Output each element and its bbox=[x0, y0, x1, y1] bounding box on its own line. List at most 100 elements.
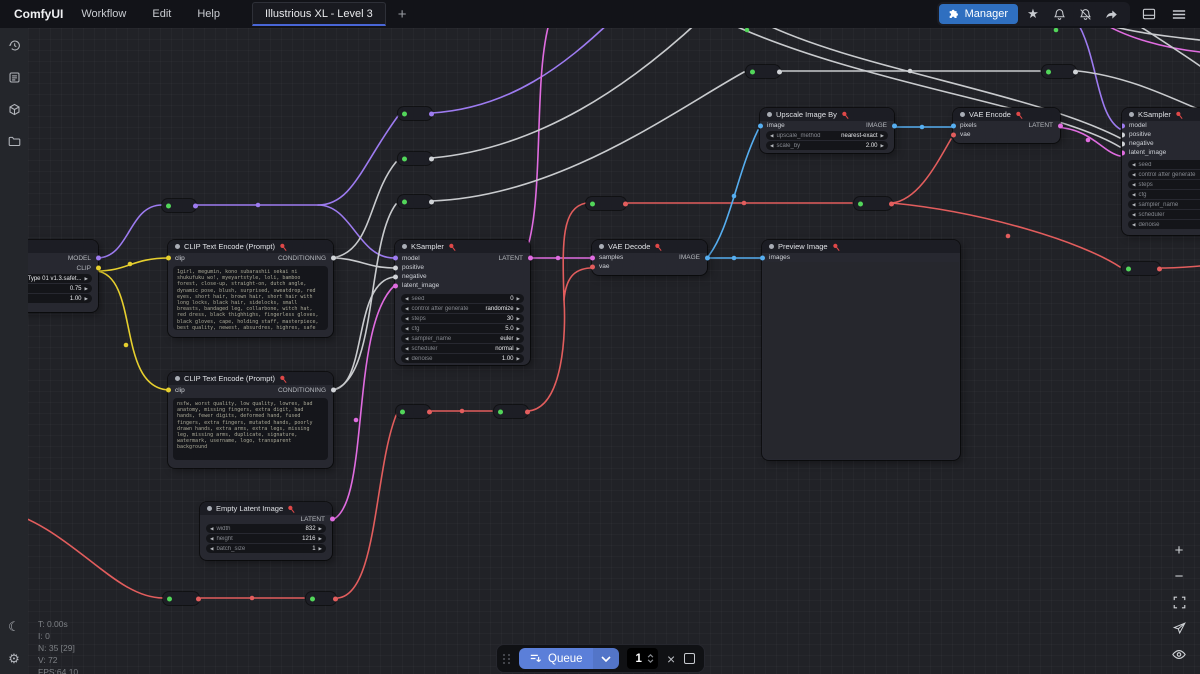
output-slot[interactable] bbox=[623, 201, 628, 206]
workflows-folder-icon[interactable] bbox=[4, 132, 24, 150]
increment-icon[interactable] bbox=[517, 316, 520, 322]
collapse-dot[interactable] bbox=[750, 69, 755, 74]
widget-seed[interactable]: seed bbox=[1128, 160, 1200, 169]
increment-icon[interactable] bbox=[517, 336, 520, 342]
output-slot-conditioning[interactable] bbox=[330, 255, 336, 261]
hamburger-menu-icon[interactable] bbox=[1168, 4, 1190, 24]
output-slot-image[interactable] bbox=[704, 255, 710, 260]
decrement-icon[interactable] bbox=[210, 526, 213, 532]
fit-view-icon[interactable] bbox=[1170, 594, 1188, 610]
node-header[interactable]: VAE Encode bbox=[953, 108, 1060, 121]
output-slot[interactable] bbox=[333, 596, 338, 601]
input-slot-model[interactable] bbox=[392, 255, 398, 261]
widget-sampler-name[interactable]: sampler_name bbox=[1128, 200, 1200, 209]
collapse-dot[interactable] bbox=[1126, 266, 1131, 271]
input-slot-latent-image[interactable] bbox=[1122, 150, 1125, 155]
input-slot-positive[interactable] bbox=[392, 265, 398, 270]
stop-icon[interactable] bbox=[684, 653, 696, 664]
output-slot-latent[interactable] bbox=[1057, 123, 1063, 128]
decrement-icon[interactable] bbox=[770, 133, 773, 139]
menu-workflow[interactable]: Workflow bbox=[81, 8, 127, 20]
decrement-icon[interactable] bbox=[1132, 192, 1135, 198]
collapse-dot[interactable] bbox=[402, 244, 407, 249]
output-slot-latent[interactable] bbox=[329, 516, 335, 522]
output-slot-latent[interactable] bbox=[527, 255, 533, 261]
widget-scheduler[interactable]: scheduler bbox=[1128, 210, 1200, 219]
increment-icon[interactable] bbox=[85, 296, 88, 302]
queue-button[interactable]: Queue bbox=[519, 648, 593, 669]
node-header[interactable]: KSampler bbox=[395, 240, 530, 253]
output-slot-image[interactable] bbox=[891, 123, 897, 128]
increment-icon[interactable] bbox=[517, 326, 520, 332]
menu-help[interactable]: Help bbox=[197, 8, 220, 20]
collapse-dot[interactable] bbox=[175, 376, 180, 381]
new-workflow-button[interactable]: + bbox=[397, 5, 407, 23]
theme-moon-icon[interactable] bbox=[4, 618, 24, 636]
drag-handle[interactable] bbox=[503, 653, 511, 664]
collapse-dot[interactable] bbox=[1046, 69, 1051, 74]
increment-icon[interactable] bbox=[517, 356, 520, 362]
send-paper-plane-icon[interactable] bbox=[1170, 620, 1188, 636]
increment-icon[interactable] bbox=[85, 286, 88, 292]
output-slot[interactable] bbox=[1073, 69, 1078, 74]
collapse-dot[interactable] bbox=[498, 409, 503, 414]
node-header[interactable]: Empty Latent Image bbox=[200, 502, 332, 515]
output-slot-model[interactable] bbox=[95, 255, 101, 261]
collapsed-node[interactable] bbox=[746, 65, 782, 78]
collapsed-node[interactable] bbox=[398, 152, 434, 165]
decrement-icon[interactable] bbox=[1132, 222, 1135, 228]
collapsed-node[interactable] bbox=[398, 107, 434, 120]
output-slot[interactable] bbox=[525, 409, 530, 414]
widget-strength-model[interactable]: 0.75 bbox=[0, 284, 92, 293]
input-slot-vae[interactable] bbox=[589, 264, 595, 269]
input-slot-clip[interactable] bbox=[165, 387, 171, 393]
decrement-icon[interactable] bbox=[770, 143, 773, 149]
queue-options-chevron-icon[interactable] bbox=[592, 648, 619, 669]
node-ksampler-2[interactable]: KSampler model positive negative latent_… bbox=[1122, 108, 1200, 235]
widget-control-after-generate[interactable]: control after generate bbox=[1128, 170, 1200, 179]
input-slot-negative[interactable] bbox=[392, 274, 398, 279]
node-header[interactable]: Preview Image bbox=[762, 240, 960, 253]
output-slot[interactable] bbox=[429, 156, 434, 161]
batch-count-down-icon[interactable] bbox=[647, 659, 654, 663]
decrement-icon[interactable] bbox=[1132, 172, 1135, 178]
node-upscale-image-by[interactable]: Upscale Image By image IMAGE upscale_met… bbox=[757, 108, 897, 153]
collapse-dot[interactable] bbox=[590, 201, 595, 206]
increment-icon[interactable] bbox=[319, 526, 322, 532]
node-clip-text-encode-positive[interactable]: CLIP Text Encode (Prompt) clip CONDITION… bbox=[165, 240, 336, 337]
node-header[interactable]: VAE Decode bbox=[592, 240, 707, 253]
increment-icon[interactable] bbox=[881, 133, 884, 139]
widget-scale-by[interactable]: scale_by2.00 bbox=[766, 141, 888, 150]
batch-count-up-icon[interactable] bbox=[647, 654, 654, 658]
widget-cfg[interactable]: cfg bbox=[1128, 190, 1200, 199]
prompt-text[interactable]: 1girl, megumin, kono subarashii sekai ni… bbox=[173, 266, 328, 330]
input-slot-images[interactable] bbox=[759, 255, 765, 260]
next-icon[interactable] bbox=[85, 276, 88, 282]
node-vae-decode[interactable]: VAE Decode samples IMAGE vae bbox=[589, 240, 710, 275]
input-slot-clip[interactable] bbox=[165, 255, 171, 261]
node-ksampler[interactable]: KSampler model LATENT positive negative … bbox=[392, 240, 533, 365]
widget-steps[interactable]: steps bbox=[1128, 180, 1200, 189]
input-slot-model[interactable] bbox=[1122, 123, 1125, 128]
output-slot[interactable] bbox=[1157, 266, 1162, 271]
decrement-icon[interactable] bbox=[405, 346, 408, 352]
batch-count-stepper[interactable]: 1 bbox=[626, 648, 658, 669]
output-slot-clip[interactable] bbox=[95, 265, 101, 271]
input-slot-negative[interactable] bbox=[1122, 141, 1125, 146]
bell-icon[interactable] bbox=[1048, 4, 1070, 24]
zoom-out-button[interactable]: − bbox=[1170, 568, 1188, 585]
menu-edit[interactable]: Edit bbox=[152, 8, 172, 20]
eye-icon[interactable] bbox=[1170, 646, 1188, 662]
manager-button[interactable]: Manager bbox=[938, 4, 1018, 24]
node-header[interactable]: CLIP Text Encode (Prompt) bbox=[168, 372, 333, 385]
collapse-dot[interactable] bbox=[769, 244, 774, 249]
